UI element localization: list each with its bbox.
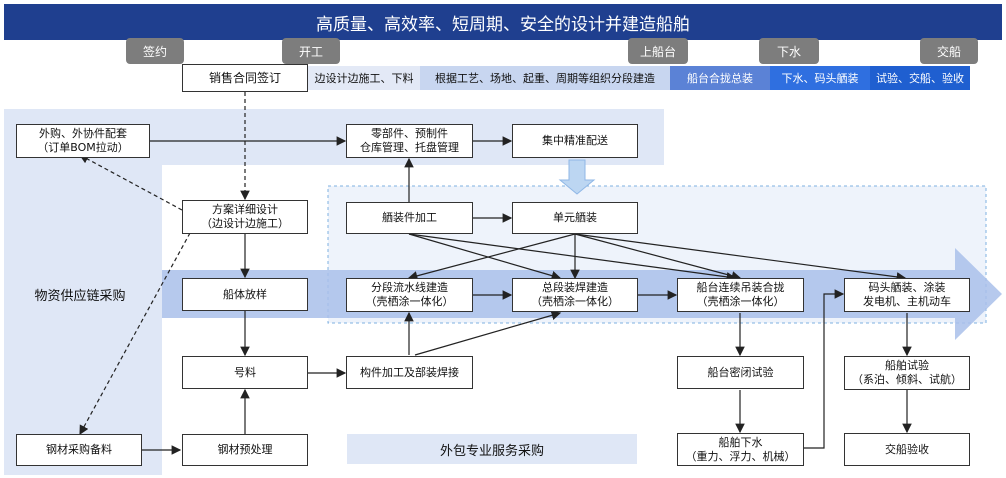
box-parts-warehouse: 零部件、预制件 仓库管理、托盘管理 [346,124,473,158]
box-block-line: 分段流水线建造 （壳栖涂一体化） [346,278,473,312]
box-sales-contract: 销售合同签订 [182,64,308,92]
box-launching: 船舶下水 （重力、浮力、机械） [677,433,804,466]
box-general-block: 总段装焊建造 （壳栖涂一体化） [512,278,638,312]
milestone-launch: 下水 [759,38,819,64]
box-unit-outfitting: 单元舾装 [512,202,638,234]
box-ship-trial: 船舶试验 （系泊、倾斜、试航） [844,356,970,390]
box-detail-design: 方案详细设计 （边设计边施工） [182,200,308,234]
box-berth-tightness: 船台密闭试验 [677,356,804,389]
stage-berth-assembly: 船台合拢总装 [670,66,770,90]
box-outsourced-parts: 外购、外协件配套 （订单BOM拉动） [16,124,150,158]
stage-trial-delivery: 试验、交船、验收 [870,66,970,90]
milestone-sign: 签约 [126,38,184,64]
label-supply-chain: 物资供应链采购 [34,288,126,304]
box-berth-erection: 船台连续吊装合拢 （壳栖涂一体化） [677,278,804,312]
milestone-delivery: 交船 [920,38,978,64]
box-quay-outfitting: 码头舾装、涂装 发电机、主机动车 [844,278,970,312]
box-steel-procurement: 钢材采购备料 [16,434,142,466]
box-component-processing: 构件加工及部装焊接 [346,356,473,389]
box-precise-delivery: 集中精准配送 [512,124,638,158]
box-delivery: 交船验收 [844,433,970,466]
box-steel-pretreatment: 钢材预处理 [182,434,308,466]
milestone-start: 开工 [282,38,340,64]
stage-design-build: 边设计边施工、下料 [308,66,420,90]
page-banner: 高质量、高效率、短周期、安全的设计并建造船舶 [4,4,1002,40]
stage-launch-outfit: 下水、码头舾装 [770,66,870,90]
box-outfitting-parts: 舾装件加工 [346,202,473,234]
stage-block-build: 根据工艺、场地、起重、周期等组织分段建造 [420,66,670,90]
label-outsourcing: 外包专业服务采购 [347,434,637,464]
box-hull-lofting: 船体放样 [182,278,308,311]
milestone-berth: 上船台 [628,38,688,64]
box-marking: 号料 [182,356,308,389]
delivery-down-arrow [558,159,596,195]
